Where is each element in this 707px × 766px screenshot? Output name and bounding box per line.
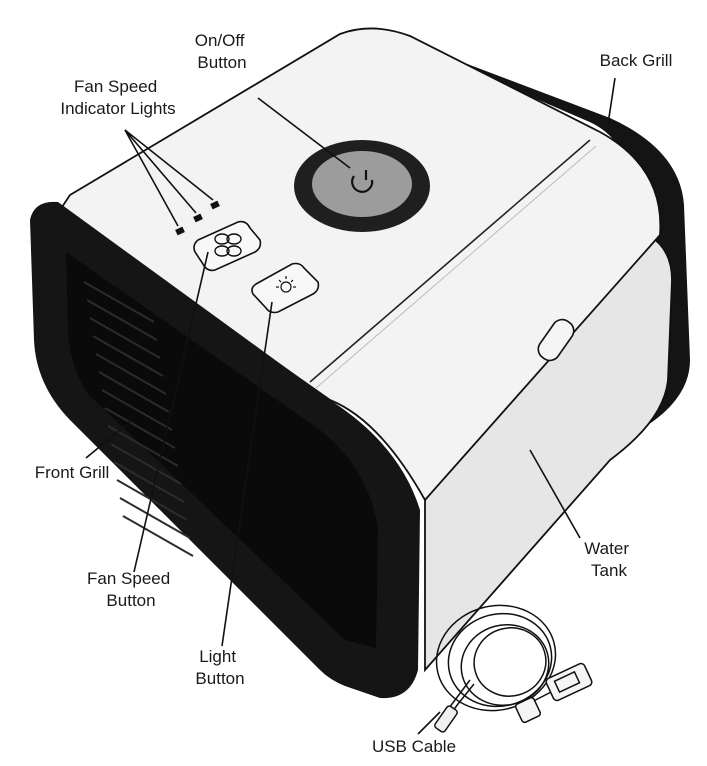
fan-icon: [214, 233, 242, 257]
tank-latch: [537, 318, 575, 362]
label-on-off: On/Off Button: [195, 31, 250, 72]
light-icon: [276, 276, 296, 293]
power-icon: [351, 170, 374, 193]
fan-speed-indicator-lights: [175, 200, 220, 236]
label-front-grill: Front Grill: [35, 463, 110, 482]
leader-lines: [85, 77, 616, 735]
grill-vents: [83, 281, 194, 557]
label-back-grill: Back Grill: [600, 51, 673, 70]
label-water-tank: Water Tank: [584, 539, 633, 580]
label-light-button: Light Button: [195, 647, 244, 688]
fan-speed-button[interactable]: [193, 220, 262, 272]
label-fan-speed-lights: Fan Speed Indicator Lights: [60, 77, 175, 118]
top-surface: [58, 27, 662, 502]
water-tank: [424, 234, 673, 673]
label-usb-cable: USB Cable: [372, 737, 456, 756]
on-off-button[interactable]: [294, 140, 430, 232]
labels: On/Off Button Back Grill Fan Speed Indic…: [35, 31, 673, 756]
usb-cable-plug: [434, 705, 458, 733]
label-fan-speed-button: Fan Speed Button: [87, 569, 175, 610]
light-button[interactable]: [251, 262, 320, 314]
device-body: [30, 27, 690, 699]
front-grill: [66, 252, 378, 648]
usb-cable: [434, 604, 593, 733]
